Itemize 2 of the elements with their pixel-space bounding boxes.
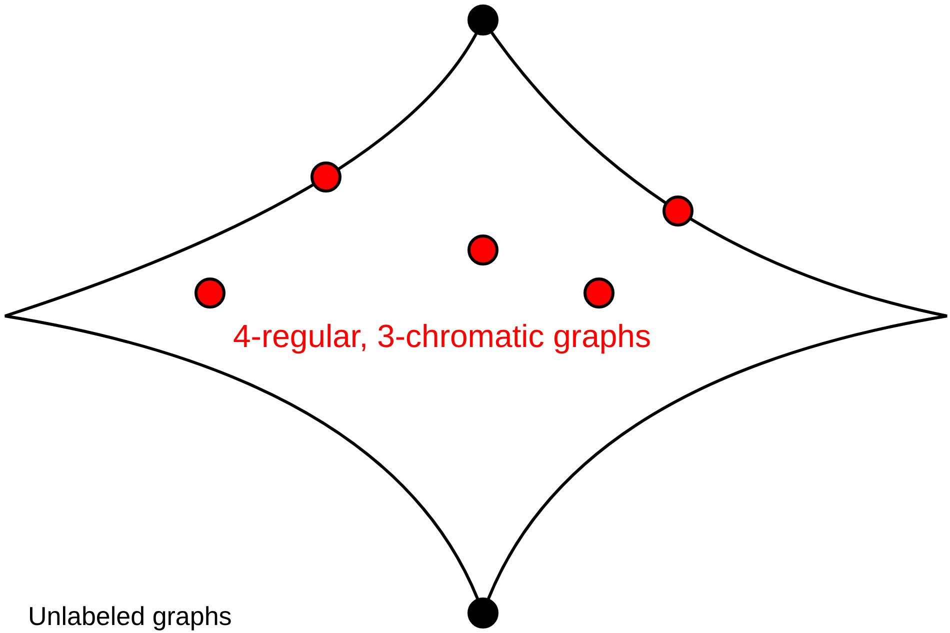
region-label: 4-regular, 3-chromatic graphs <box>233 320 651 352</box>
region-label: Unlabeled graphs <box>28 603 232 629</box>
